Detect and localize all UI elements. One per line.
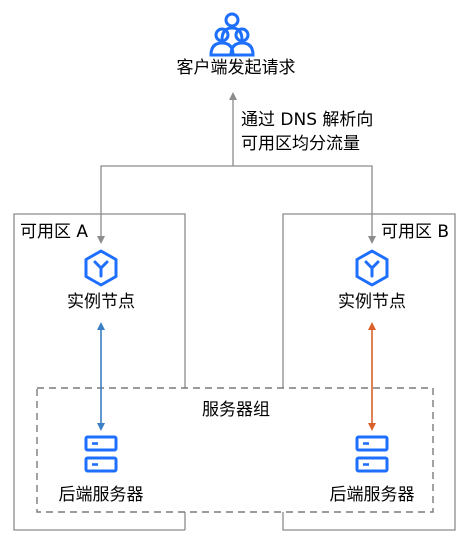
zone-b-border — [282, 213, 456, 531]
server-icon-b — [355, 435, 389, 473]
server-icon-a — [84, 435, 118, 473]
zone-b-label: 可用区 B — [381, 222, 450, 242]
zone-a-border — [13, 213, 186, 531]
zone-a-backend-label: 后端服务器 — [58, 485, 144, 505]
server-group-border — [36, 387, 434, 513]
hexagon-node-icon-b — [355, 249, 389, 287]
dns-note-line1: 通过 DNS 解析向 — [241, 110, 374, 130]
dns-note-line2: 可用区均分流量 — [241, 134, 360, 154]
zone-b-backend-label: 后端服务器 — [329, 485, 415, 505]
zone-b-instance-label: 实例节点 — [338, 292, 406, 312]
zone-a-label: 可用区 A — [20, 222, 89, 242]
server-group-label: 服务器组 — [202, 400, 270, 420]
zone-a-instance-label: 实例节点 — [67, 292, 135, 312]
hexagon-node-icon-a — [84, 249, 118, 287]
request-to-zone-b — [233, 165, 376, 244]
client-label: 客户端发起请求 — [176, 58, 296, 78]
request-to-zone-a — [97, 165, 233, 244]
users-icon — [209, 12, 255, 57]
